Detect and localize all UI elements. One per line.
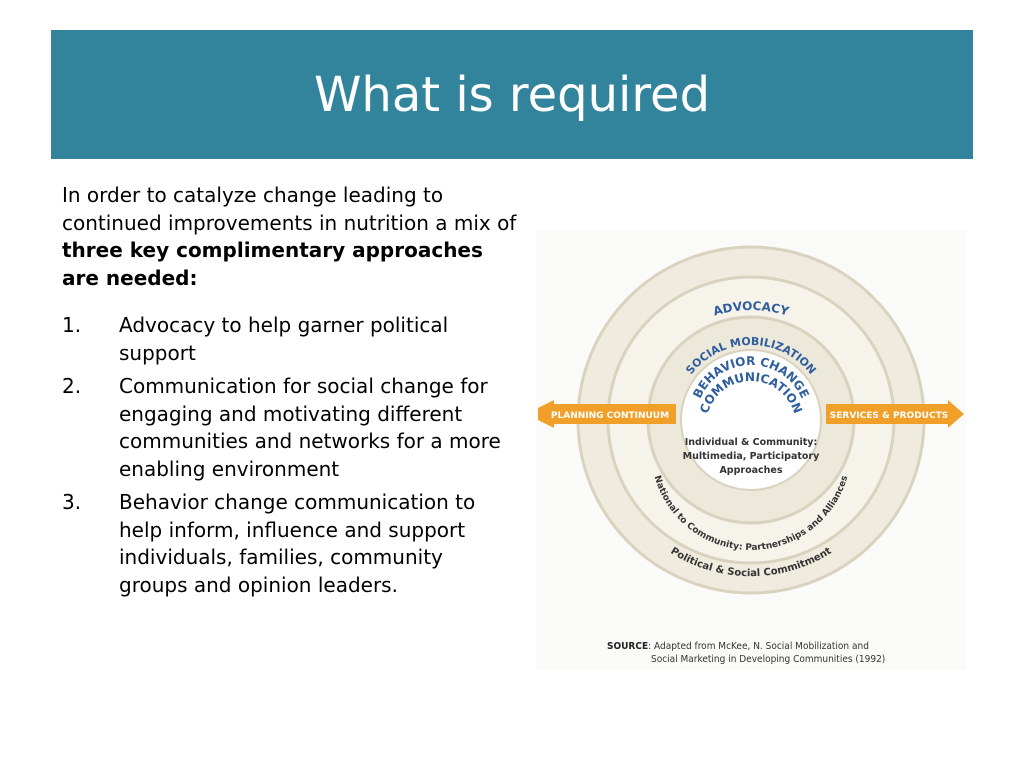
inner-text-1: Individual & Community: <box>685 437 818 448</box>
diagram-svg: ADVOCACY SOCIAL MOBILIZATION BEHAVIOR CH… <box>538 245 964 595</box>
list-item: 2. Communication for social change for en… <box>62 373 517 483</box>
list-item: 3. Behavior change communication to help … <box>62 489 517 599</box>
framework-diagram: ADVOCACY SOCIAL MOBILIZATION BEHAVIOR CH… <box>536 230 966 670</box>
body-text: In order to catalyze change leading to c… <box>62 182 517 605</box>
list-item: 1. Advocacy to help garner political supp… <box>62 312 517 367</box>
approach-list: 1. Advocacy to help garner political supp… <box>62 312 517 599</box>
inner-text-3: Approaches <box>719 465 782 476</box>
list-number: 3. <box>62 490 82 514</box>
advocacy-label: ADVOCACY <box>712 299 791 319</box>
intro-bold: three key complimentary approaches are n… <box>62 238 483 290</box>
intro-text: In order to catalyze change leading to c… <box>62 183 517 235</box>
source-line-2: Social Marketing in Developing Communiti… <box>651 654 886 665</box>
planning-label: PLANNING CONTINUUM <box>551 411 669 421</box>
services-arrow <box>826 400 964 428</box>
source-citation: SOURCE: Adapted from McKee, N. Social Mo… <box>607 640 907 666</box>
source-line-1: : Adapted from McKee, N. Social Mobiliza… <box>648 641 869 652</box>
planning-arrow <box>538 400 676 428</box>
slide-title: What is required <box>313 67 711 123</box>
center-circle <box>680 349 822 491</box>
list-text: Behavior change communication to help in… <box>119 490 476 597</box>
list-text: Advocacy to help garner political suppor… <box>119 313 449 365</box>
services-label: SERVICES & PRODUCTS <box>830 411 948 421</box>
list-number: 2. <box>62 374 82 398</box>
title-bar: What is required <box>51 30 973 159</box>
intro-paragraph: In order to catalyze change leading to c… <box>62 182 517 292</box>
inner-text-2: Multimedia, Participatory <box>683 451 820 462</box>
list-number: 1. <box>62 313 82 337</box>
list-text: Communication for social change for enga… <box>119 374 501 481</box>
source-label: SOURCE <box>607 641 649 652</box>
